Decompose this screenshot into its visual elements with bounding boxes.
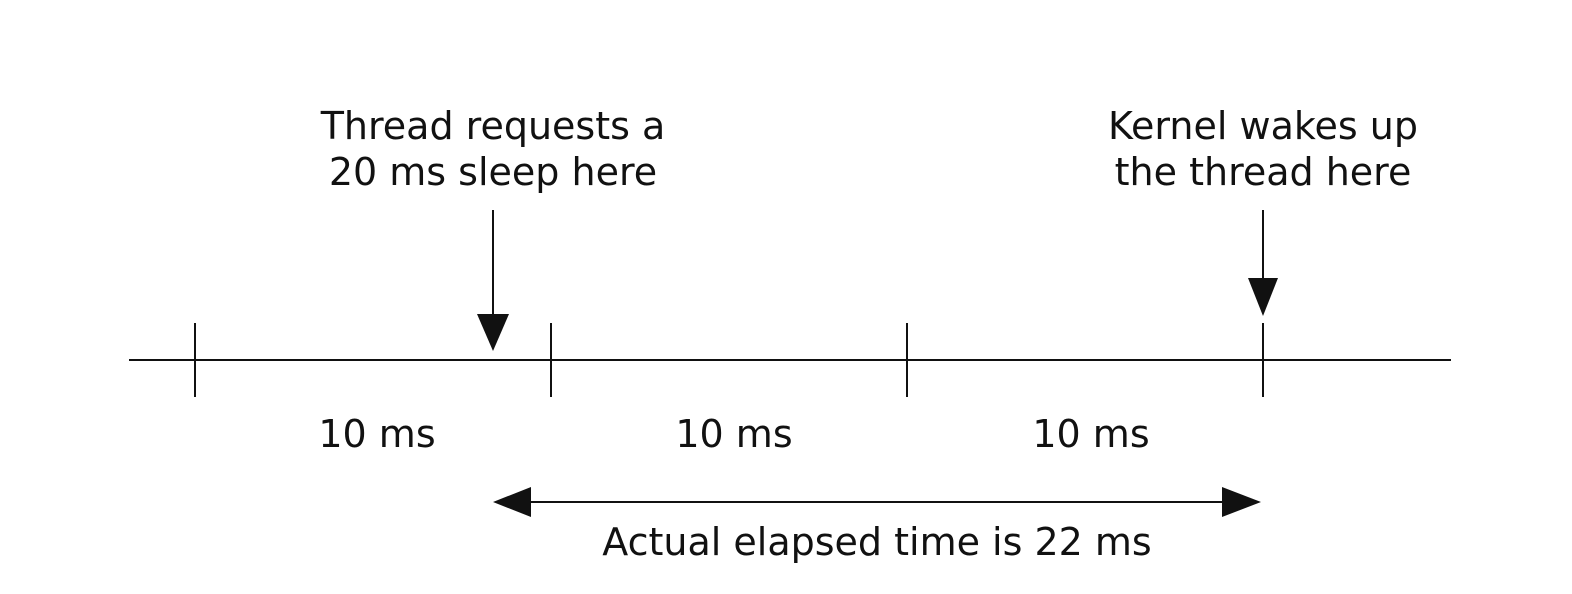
elapsed-time-span: Actual elapsed time is 22 ms bbox=[493, 487, 1261, 564]
timeline bbox=[129, 323, 1451, 397]
elapsed-arrow-head-right bbox=[1222, 487, 1261, 517]
request-arrow-head bbox=[477, 314, 509, 351]
request-callout-line-2: 20 ms sleep here bbox=[329, 150, 657, 194]
interval-label-2: 10 ms bbox=[675, 412, 792, 456]
request-callout: Thread requests a 20 ms sleep here bbox=[320, 104, 666, 351]
interval-label-1: 10 ms bbox=[318, 412, 435, 456]
wake-callout-line-2: the thread here bbox=[1115, 150, 1412, 194]
request-callout-line-1: Thread requests a bbox=[320, 104, 666, 148]
interval-labels: 10 ms 10 ms 10 ms bbox=[318, 412, 1149, 456]
wake-callout-line-1: Kernel wakes up bbox=[1108, 104, 1418, 148]
elapsed-time-label: Actual elapsed time is 22 ms bbox=[602, 520, 1151, 564]
wake-arrow-head bbox=[1248, 278, 1278, 316]
elapsed-arrow-head-left bbox=[493, 487, 531, 517]
interval-label-3: 10 ms bbox=[1032, 412, 1149, 456]
wake-callout: Kernel wakes up the thread here bbox=[1108, 104, 1418, 316]
